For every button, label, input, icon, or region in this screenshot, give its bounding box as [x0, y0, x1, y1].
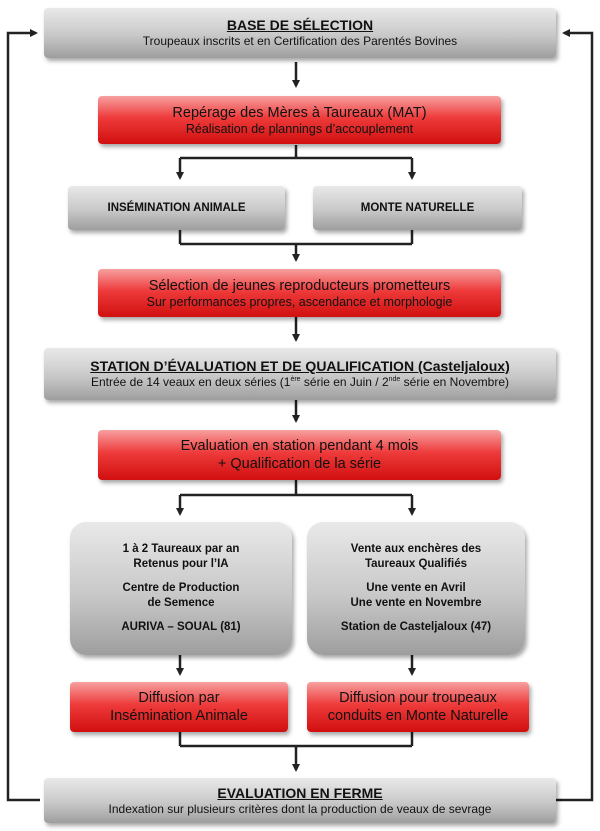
station-box: STATION D’ÉVALUATION ET DE QUALIFICATION…	[44, 348, 556, 400]
insemination-label: INSÉMINATION ANIMALE	[107, 201, 246, 214]
evaluation-station-line1: Evaluation en station pendant 4 mois	[180, 438, 419, 454]
station-subtitle: Entrée de 14 veaux en deux séries (1ère …	[90, 375, 510, 389]
diffusion-right-box: Diffusion pour troupeaux conduits en Mon…	[307, 682, 529, 732]
diffusion-left-line1: Diffusion par	[138, 690, 220, 706]
left-branch-line3: Centre de Production	[122, 582, 240, 594]
feedback-left-loop	[6, 29, 40, 802]
mat-line2: Réalisation de plannings d’accouplement	[185, 121, 414, 136]
insemination-box: INSÉMINATION ANIMALE	[68, 186, 285, 230]
right-branch-line2: Taureaux Qualifiés	[364, 558, 468, 570]
right-branch-line1: Vente aux enchères des	[350, 543, 482, 555]
left-branch-line1: 1 à 2 Taureaux par an	[122, 543, 240, 555]
selection-jeunes-box: Sélection de jeunes reproducteurs promet…	[98, 269, 501, 317]
feedback-right-loop	[555, 29, 594, 802]
diffusion-left-line2: Insémination Animale	[110, 708, 248, 724]
base-selection-box: BASE DE SÉLECTION Troupeaux inscrits et …	[44, 8, 556, 58]
left-branch-box: 1 à 2 Taureaux par an Retenus pour l’IA …	[70, 522, 292, 655]
left-branch-line2: Retenus pour l’IA	[133, 558, 229, 570]
evaluation-station-line2: + Qualification de la série	[217, 456, 382, 472]
selection-jeunes-line2: Sur performances propres, ascendance et …	[146, 294, 453, 309]
evaluation-ferme-title: EVALUATION EN FERME	[217, 784, 383, 801]
evaluation-ferme-subtitle: Indexation sur plusieurs critères dont l…	[108, 801, 492, 816]
station-title: STATION D’ÉVALUATION ET DE QUALIFICATION…	[90, 358, 510, 374]
base-selection-title: BASE DE SÉLECTION	[226, 17, 374, 33]
mat-box: Repérage des Mères à Taureaux (MAT) Réal…	[98, 96, 501, 144]
evaluation-station-box: Evaluation en station pendant 4 mois + Q…	[98, 430, 501, 480]
base-selection-subtitle: Troupeaux inscrits et en Certification d…	[142, 34, 458, 48]
mat-line1: Repérage des Mères à Taureaux (MAT)	[172, 104, 427, 121]
diffusion-right-line2: conduits en Monte Naturelle	[327, 708, 509, 724]
left-branch-line4: de Semence	[147, 597, 215, 609]
right-branch-line4: Une vente en Novembre	[350, 597, 482, 609]
diffusion-left-box: Diffusion par Insémination Animale	[70, 682, 288, 732]
right-branch-box: Vente aux enchères des Taureaux Qualifié…	[307, 522, 525, 655]
selection-jeunes-line1: Sélection de jeunes reproducteurs promet…	[148, 277, 451, 294]
monte-naturelle-box: MONTE NATURELLE	[313, 186, 522, 230]
left-branch-line5: AURIVA – SOUAL (81)	[121, 621, 241, 633]
diffusion-right-line1: Diffusion pour troupeaux	[339, 690, 497, 706]
right-branch-line5: Station de Casteljaloux (47)	[340, 621, 492, 633]
evaluation-ferme-box: EVALUATION EN FERME Indexation sur plusi…	[44, 778, 556, 823]
monte-naturelle-label: MONTE NATURELLE	[360, 201, 475, 214]
right-branch-line3: Une vente en Avril	[366, 582, 466, 594]
